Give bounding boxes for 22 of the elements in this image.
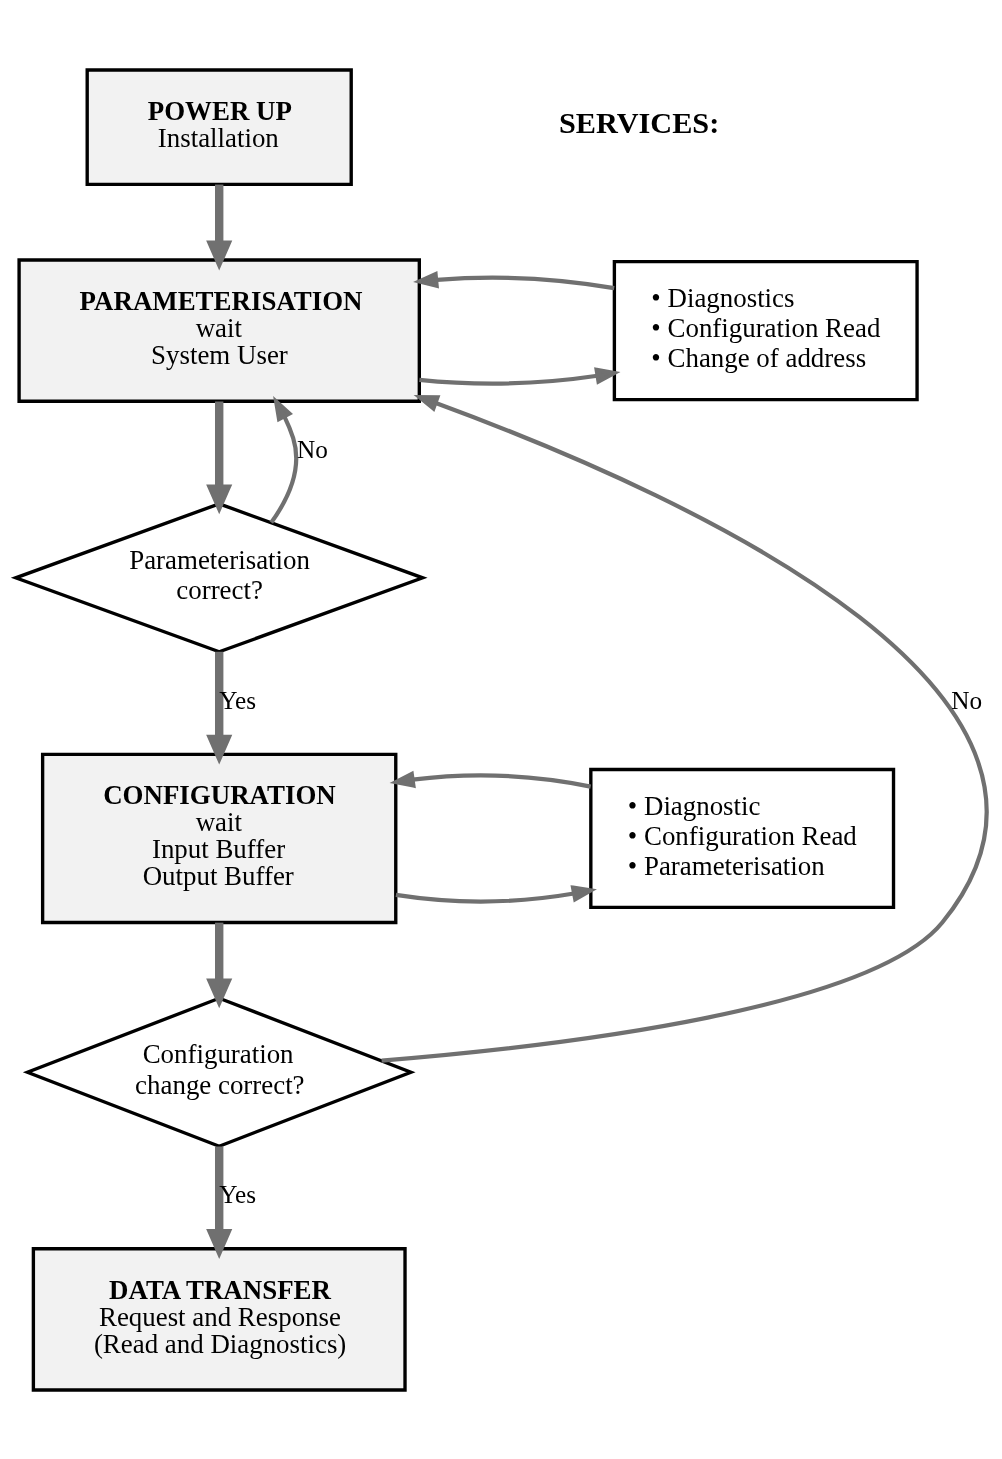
node-diamond: Configuration change correct? bbox=[22, 995, 416, 1148]
node-diamond: Parameterisation correct? bbox=[10, 501, 428, 654]
arrow bbox=[389, 770, 591, 789]
edge-label: No bbox=[296, 435, 328, 463]
edge-label: No bbox=[950, 686, 982, 714]
node-box: • Diagnostics • Configuration Read • Change of address bbox=[612, 259, 919, 401]
node-box: POWER UP Installation bbox=[85, 67, 353, 186]
node-box: PARAMETERISATION wait System User bbox=[16, 257, 421, 403]
arrow bbox=[205, 651, 232, 765]
node-box: DATA TRANSFER Request and Response (Read and Diagnostics) bbox=[31, 1246, 407, 1392]
node-box: CONFIGURATION wait Input Buffer Output Buffer bbox=[40, 752, 397, 924]
node-box: • Diagnostic • Configuration Read • Parameterisation bbox=[588, 767, 895, 909]
label: SERVICES: bbox=[558, 105, 719, 140]
arrow bbox=[395, 884, 597, 904]
arrow bbox=[412, 270, 614, 290]
arrow bbox=[380, 394, 989, 1063]
arrow bbox=[205, 401, 232, 514]
arrow bbox=[269, 395, 298, 524]
arrow bbox=[205, 1145, 232, 1259]
arrow bbox=[418, 366, 620, 386]
arrow bbox=[205, 184, 232, 270]
arrow bbox=[205, 922, 232, 1008]
